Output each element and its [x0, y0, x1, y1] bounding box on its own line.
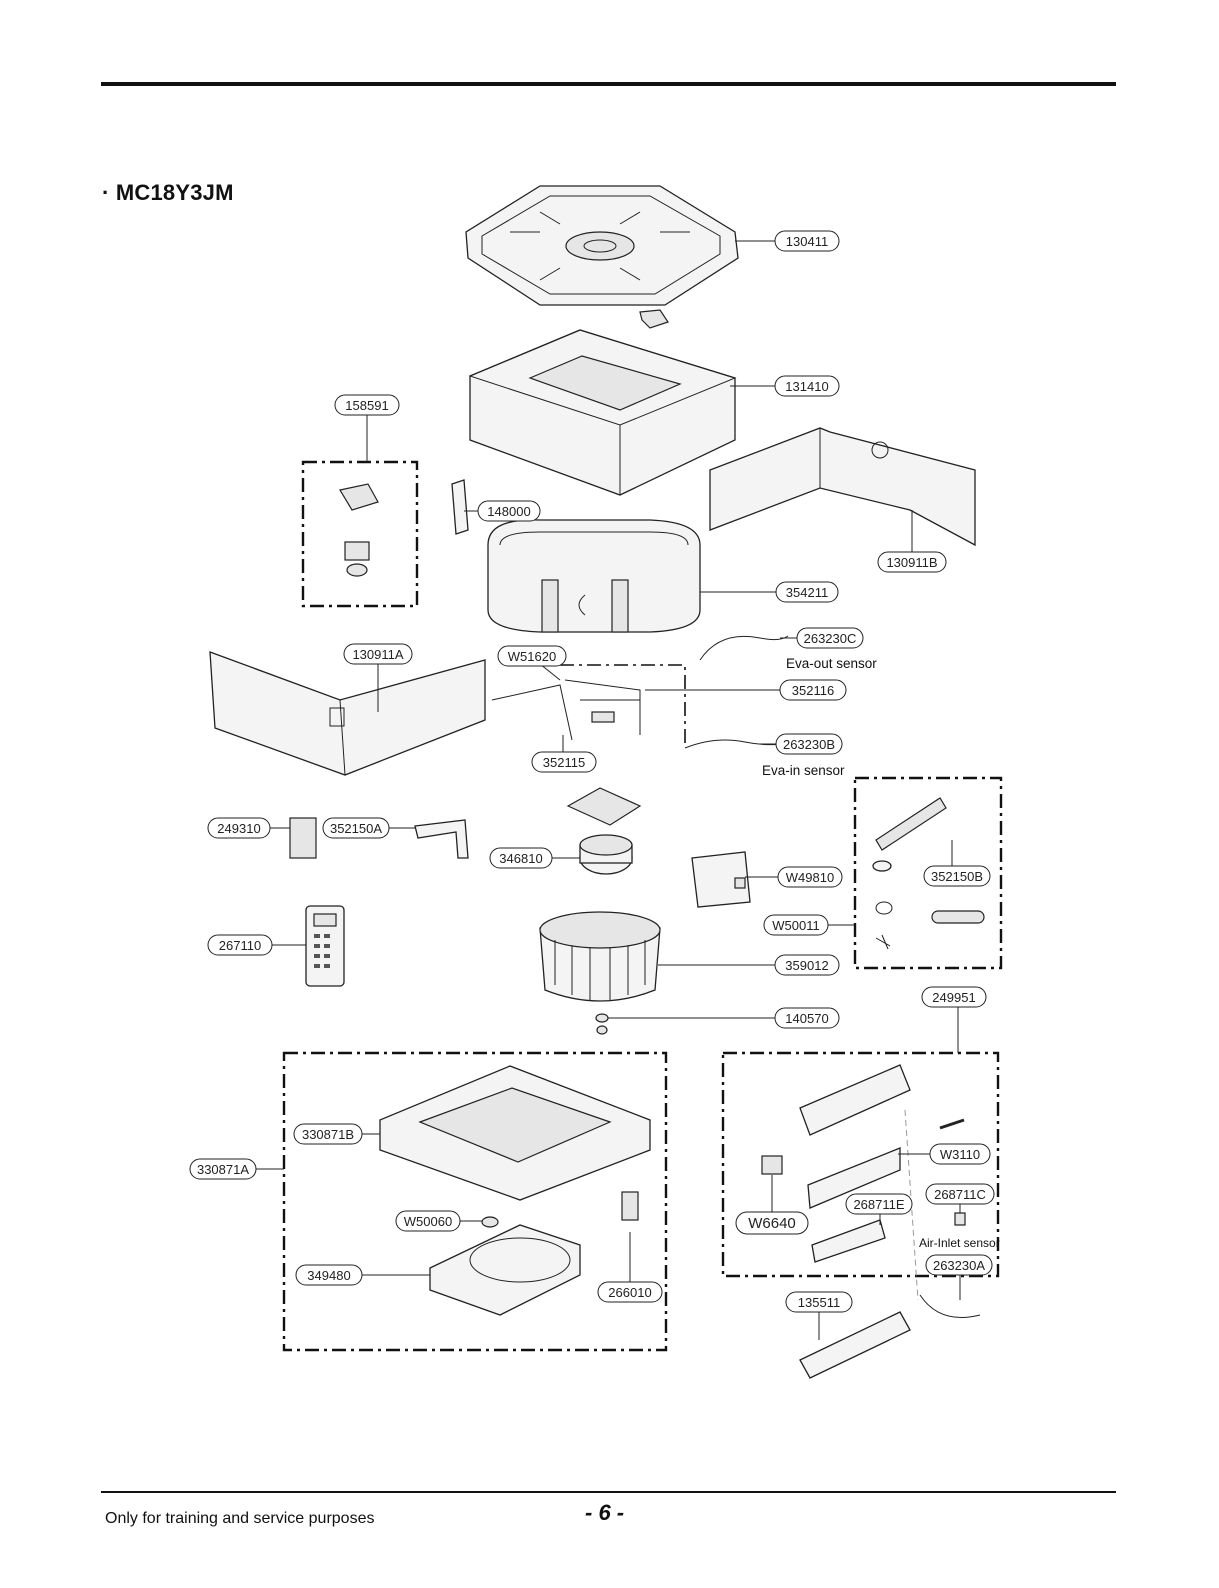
side-panel-b-drawing — [709, 427, 976, 547]
footer-rule — [101, 1491, 1116, 1493]
bracket-drawing — [451, 479, 469, 535]
svg-text:267110: 267110 — [219, 938, 261, 953]
svg-text:263230C: 263230C — [804, 631, 857, 646]
svg-text:W50011: W50011 — [772, 918, 819, 933]
part-label-W6640: W6640 — [735, 1211, 809, 1235]
svg-text:268711C: 268711C — [934, 1187, 986, 1202]
svg-text:140570: 140570 — [785, 1011, 828, 1026]
fan-motor-drawing — [566, 787, 642, 875]
svg-text:268711E: 268711E — [853, 1197, 904, 1212]
svg-text:352150B: 352150B — [931, 869, 983, 884]
page-number: - 6 - — [585, 1500, 625, 1525]
svg-text:249310: 249310 — [217, 821, 260, 836]
model-title: · MC18Y3JM — [102, 180, 234, 205]
part-label-352150B: 352150B — [923, 865, 991, 887]
svg-text:330871B: 330871B — [302, 1127, 354, 1142]
svg-text:148000: 148000 — [487, 504, 530, 519]
part-label-330871B: 330871B — [293, 1123, 363, 1145]
svg-text:352116: 352116 — [792, 683, 834, 698]
part-label-263230C: 263230C — [796, 627, 864, 649]
svg-text:135511: 135511 — [798, 1295, 840, 1310]
side-panel-a-drawing — [209, 651, 486, 776]
caption-eva-in-sensor: Eva-in sensor — [762, 763, 845, 778]
part-label-352150A: 352150A — [322, 817, 390, 839]
svg-text:330871A: 330871A — [197, 1162, 249, 1177]
pcb-group-249951 — [721, 1051, 1000, 1379]
svg-text:263230A: 263230A — [933, 1258, 985, 1273]
part-label-268711C: 268711C — [925, 1183, 995, 1205]
front-grille-group — [282, 1051, 668, 1352]
part-label-267110: 267110 — [207, 934, 273, 956]
svg-text:359012: 359012 — [785, 958, 828, 973]
svg-text:131410: 131410 — [785, 379, 828, 394]
svg-text:346810: 346810 — [499, 851, 542, 866]
header-rule — [101, 82, 1116, 86]
leader-lines — [255, 240, 961, 1340]
remote-control-drawing — [305, 905, 345, 987]
svg-text:352150A: 352150A — [330, 821, 382, 836]
part-label-249310: 249310 — [207, 817, 271, 839]
svg-text:W51620: W51620 — [508, 649, 556, 664]
part-label-352115: 352115 — [531, 751, 597, 773]
part-label-130911B: 130911B — [877, 551, 947, 573]
drain-pan-drawing — [465, 185, 739, 329]
terminal-block-drawing — [289, 817, 317, 859]
svg-text:352115: 352115 — [543, 755, 585, 770]
svg-text:130411: 130411 — [786, 234, 828, 249]
part-label-346810: 346810 — [489, 847, 553, 869]
part-label-268711E: 268711E — [845, 1193, 913, 1215]
piping-assembly-drawing — [491, 635, 789, 749]
svg-text:349480: 349480 — [307, 1268, 350, 1283]
svg-text:130911A: 130911A — [352, 647, 403, 662]
heat-exchanger-drawing — [487, 519, 701, 633]
part-label-135511: 135511 — [785, 1291, 853, 1313]
caption-air-inlet-sensor: Air-Inlet sensor — [919, 1236, 1000, 1250]
part-label-359012: 359012 — [774, 954, 840, 976]
svg-text:W49810: W49810 — [786, 870, 834, 885]
parts-group-352150B — [853, 776, 1003, 970]
nut-washer-drawing — [595, 1013, 609, 1035]
part-label-W50011: W50011 — [763, 914, 829, 936]
svg-text:354211: 354211 — [786, 585, 828, 600]
part-label-266010: 266010 — [597, 1281, 663, 1303]
turbo-fan-drawing — [539, 911, 661, 1002]
part-label-263230A: 263230A — [925, 1254, 993, 1276]
part-label-349480: 349480 — [295, 1264, 363, 1286]
part-label-W51620: W51620 — [497, 645, 567, 667]
svg-text:W6640: W6640 — [748, 1215, 796, 1232]
caption-eva-out-sensor: Eva-out sensor — [786, 656, 877, 671]
part-label-148000: 148000 — [477, 500, 541, 522]
svg-text:263230B: 263230B — [783, 737, 835, 752]
svg-text:130911B: 130911B — [886, 555, 937, 570]
part-label-W50060: W50060 — [395, 1210, 461, 1232]
part-label-352116: 352116 — [779, 679, 847, 701]
control-box-drawing — [691, 851, 751, 908]
part-label-131410: 131410 — [774, 375, 840, 397]
part-label-158591: 158591 — [334, 394, 400, 416]
body-casing-drawing — [468, 329, 737, 496]
part-label-263230B: 263230B — [775, 733, 843, 755]
part-label-130411: 130411 — [774, 230, 840, 252]
svg-text:W50060: W50060 — [404, 1214, 452, 1229]
part-label-W3110: W3110 — [929, 1143, 991, 1165]
svg-text:249951: 249951 — [932, 990, 975, 1005]
svg-text:266010: 266010 — [608, 1285, 651, 1300]
svg-text:158591: 158591 — [345, 398, 388, 413]
footer-note: Only for training and service purposes — [105, 1510, 375, 1527]
part-label-354211: 354211 — [775, 581, 839, 603]
drain-hose-a-drawing — [414, 819, 469, 859]
parts-group-158591 — [301, 460, 419, 608]
part-label-140570: 140570 — [774, 1007, 840, 1029]
part-label-249951: 249951 — [921, 986, 987, 1008]
part-label-330871A: 330871A — [189, 1158, 257, 1180]
part-label-130911A: 130911A — [343, 643, 413, 665]
svg-text:W3110: W3110 — [940, 1147, 980, 1162]
part-label-W49810: W49810 — [777, 866, 843, 888]
